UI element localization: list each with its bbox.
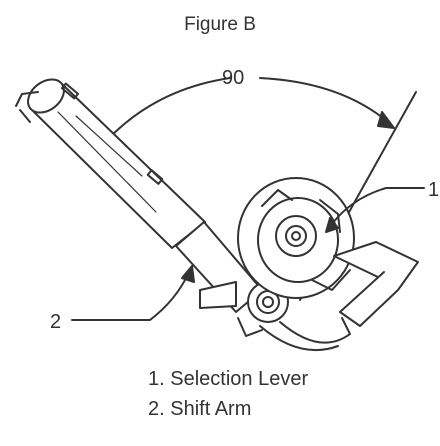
legend: 1. Selection Lever 2. Shift Arm: [148, 364, 308, 424]
shift-arm-body: [15, 78, 263, 313]
selection-lever-mechanism: [237, 177, 355, 299]
angle-arc: [99, 77, 231, 149]
legend-item-shift-arm: 2. Shift Arm: [148, 398, 252, 420]
figure-title: Figure B: [184, 14, 256, 35]
mounting-bracket: [199, 241, 419, 352]
technical-diagram: 90 1 2: [15, 67, 439, 352]
angle-label: 90: [222, 67, 244, 89]
arrowhead-right: [377, 111, 395, 129]
callout-number-1: 1: [428, 179, 439, 201]
callout-number-2: 2: [50, 311, 61, 333]
angle-arc: [259, 77, 389, 123]
arrowhead-callout-1: [325, 217, 339, 233]
arrowhead-callout-2: [181, 265, 195, 283]
callout-leader-1: [331, 187, 425, 225]
callout-leader-2: [71, 273, 189, 321]
legend-item-selection-lever: 1. Selection Lever: [148, 368, 309, 390]
